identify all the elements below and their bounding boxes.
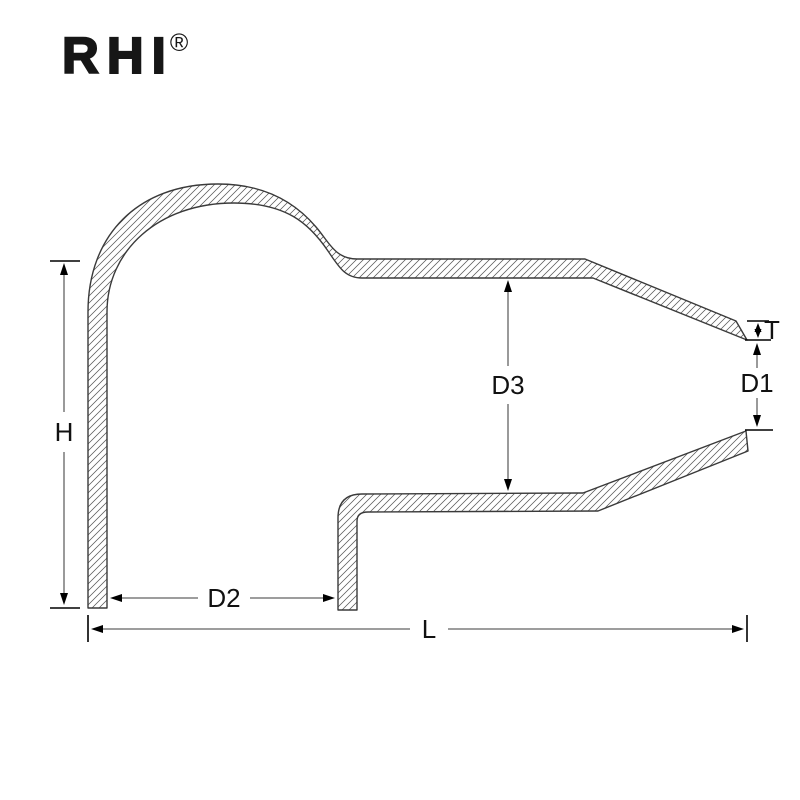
d1-dimension-label: D1: [740, 368, 773, 398]
d2-dimension-label: D2: [207, 583, 240, 613]
registered-trademark-icon: ®: [169, 29, 189, 57]
h-arrowhead-down-icon: [60, 593, 68, 605]
cap-lower-wall-section: [337, 430, 749, 611]
t-dimension-label: T: [764, 315, 780, 345]
dimension-h: H: [50, 260, 80, 609]
dimension-d2: D2: [110, 583, 335, 613]
t-arrowhead-down-icon: [754, 329, 762, 338]
cap-cross-section: [87, 183, 749, 611]
brand-logo: RHI®: [61, 26, 189, 85]
dimension-d1: D1: [740, 339, 774, 431]
cap-upper-wall-section: [87, 183, 748, 609]
dimension-d3: D3: [491, 280, 525, 491]
d2-arrowhead-right-icon: [323, 594, 335, 602]
d2-arrowhead-left-icon: [110, 594, 122, 602]
d3-arrowhead-up-icon: [504, 280, 512, 292]
l-dimension-label: L: [422, 614, 436, 644]
d3-dimension-label: D3: [491, 370, 524, 400]
d1-arrowhead-up-icon: [753, 343, 761, 355]
dimension-t: T: [747, 315, 780, 345]
l-arrowhead-right-icon: [732, 625, 744, 633]
d3-arrowhead-down-icon: [504, 479, 512, 491]
h-dimension-label: H: [55, 417, 74, 447]
l-arrowhead-left-icon: [91, 625, 103, 633]
h-arrowhead-up-icon: [60, 263, 68, 275]
dimension-l: L: [87, 614, 748, 644]
d1-arrowhead-down-icon: [753, 415, 761, 427]
brand-logo-text: RHI: [61, 26, 174, 85]
